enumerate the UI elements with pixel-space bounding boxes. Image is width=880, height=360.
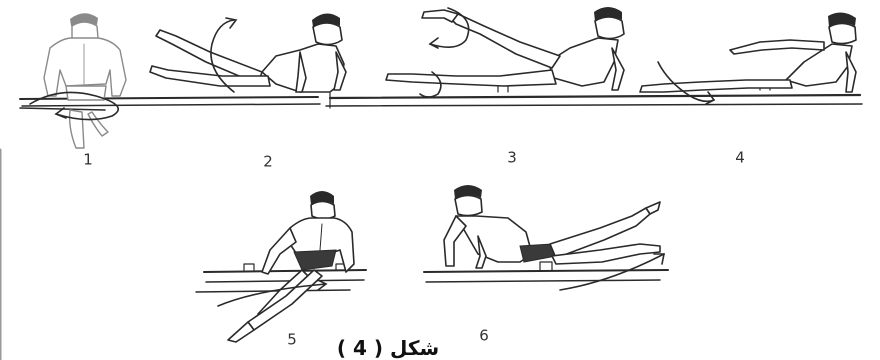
bottom-horse-left [196, 264, 366, 292]
figure-6-gymnast [444, 185, 660, 268]
bottom-horse-right [424, 262, 668, 282]
figure-caption: شكل ( 4 ) [337, 338, 439, 358]
frame-label-3: 3 [507, 151, 517, 166]
frame-label-1: 1 [83, 153, 93, 168]
frame-label-2: 2 [263, 155, 273, 170]
frame-label-6: 6 [479, 329, 489, 344]
figure-2-gymnast [150, 13, 346, 92]
figure-5-gymnast [228, 191, 354, 342]
frame-label-4: 4 [735, 151, 745, 166]
figure-4-gymnast [640, 12, 856, 92]
frame-label-5: 5 [287, 333, 297, 348]
figure-3-gymnast [386, 7, 624, 90]
figure-1-gymnast [44, 13, 126, 148]
